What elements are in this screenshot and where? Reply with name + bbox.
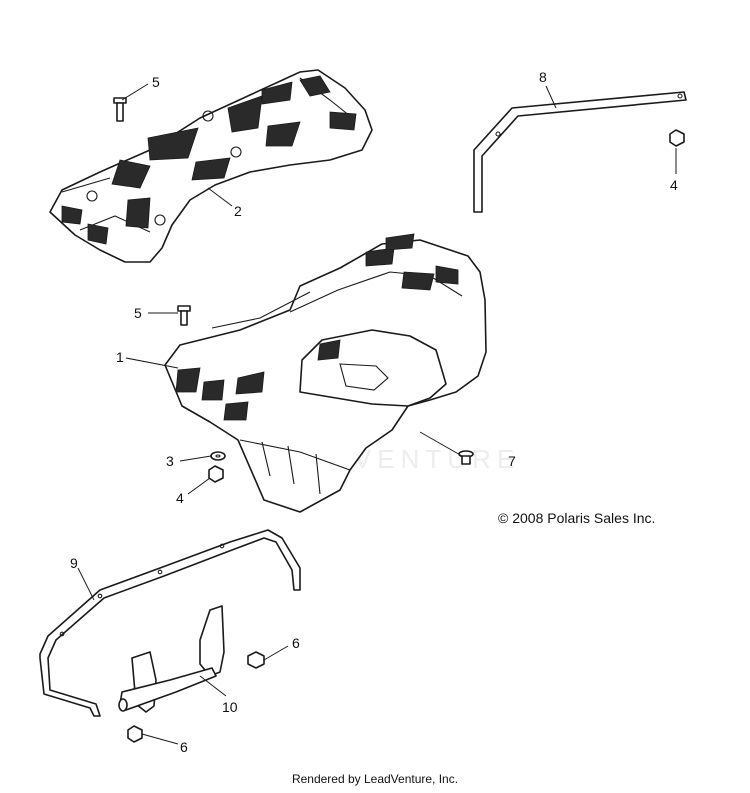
callout-1: 1 [116,349,124,365]
part-10-bracket[interactable] [118,605,225,713]
part-5-bolt-upper[interactable] [113,97,127,122]
part-6-bolt-right[interactable] [247,651,265,669]
callout-6-bottom: 6 [180,739,188,755]
part-4-nut-upper[interactable] [669,129,685,147]
leader-6-bottom [141,733,179,745]
part-2-rear-rack[interactable] [49,69,373,263]
callout-6-right: 6 [292,635,300,651]
part-1-rear-fender[interactable] [164,233,487,513]
leader-7 [419,431,463,457]
part-7-push-rivet[interactable] [458,450,474,465]
leader-10 [199,675,227,697]
part-5-bolt-middle[interactable] [177,305,191,326]
render-credit: Rendered by LeadVenture, Inc. [291,772,459,786]
callout-3: 3 [166,453,174,469]
callout-5-upper: 5 [152,74,160,90]
leader-2 [207,187,233,207]
callout-7: 7 [508,453,516,469]
callout-2: 2 [234,203,242,219]
part-9-frame-rail[interactable] [39,529,301,717]
part-3-washer[interactable] [210,451,226,461]
part-6-bolt-bottom[interactable] [127,725,143,743]
leader-4-lower [187,477,211,495]
callout-4-lower: 4 [176,490,184,506]
leader-3 [179,455,212,462]
callout-8: 8 [539,69,547,85]
leader-9 [77,567,95,601]
part-8-rack-bar[interactable] [473,91,687,213]
copyright-notice: © 2008 Polaris Sales Inc. [498,510,656,526]
leader-1 [125,357,179,369]
callout-9: 9 [70,555,78,571]
leader-8 [545,85,557,109]
part-4-nut-lower[interactable] [208,465,224,483]
callout-5-middle: 5 [134,305,142,321]
callout-10: 10 [222,699,238,715]
leader-5-upper [121,83,149,101]
leader-6-right [263,645,289,661]
callout-4-upper: 4 [670,177,678,193]
